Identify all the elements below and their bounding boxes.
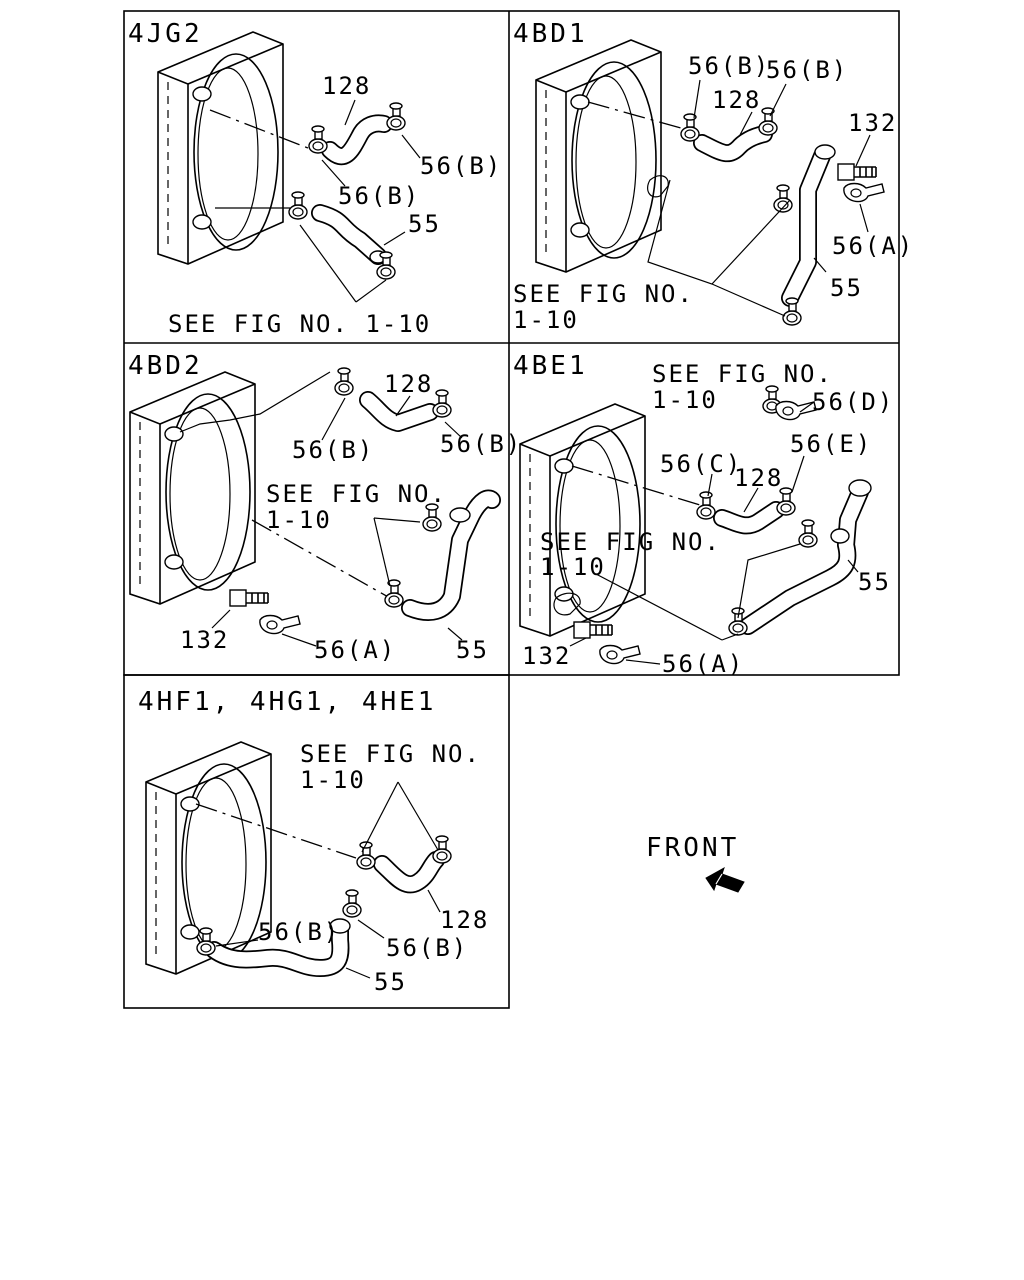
see-fig-note: 1-10: [266, 506, 332, 534]
clamp-56b-icon: [386, 102, 406, 131]
see-fig-note: 1-10: [513, 306, 579, 334]
panel-title: 4BE1: [513, 351, 588, 381]
hose-128: [373, 851, 445, 894]
callout-128: 128: [440, 906, 489, 934]
callout-56b: 56(B): [386, 934, 468, 962]
clamp-56b-icon: [376, 251, 396, 280]
callout-128: 128: [734, 464, 783, 492]
hose-55: [781, 144, 836, 307]
see-fig-note: SEE FIG NO.: [652, 360, 833, 388]
see-fig-note: SEE FIG NO.: [540, 528, 721, 556]
callout-56b: 56(B): [258, 918, 340, 946]
callout-56e: 56(E): [790, 430, 872, 458]
callout-55: 55: [456, 636, 489, 664]
panel-title: 4JG2: [128, 19, 203, 49]
bolt-132-icon: [837, 163, 877, 181]
front-indicator: FRONT: [646, 833, 745, 893]
callout-56b: 56(B): [440, 430, 522, 458]
hose-128: [693, 125, 773, 163]
callout-56c: 56(C): [660, 450, 742, 478]
clamp-56b-icon: [758, 107, 778, 136]
callout-56b: 56(B): [292, 436, 374, 464]
callout-56b: 56(B): [338, 182, 420, 210]
front-arrow-icon: [705, 866, 745, 893]
callout-128: 128: [384, 370, 433, 398]
callout-56b: 56(B): [688, 52, 770, 80]
clamp-56b-icon: [342, 889, 362, 918]
clamp-icon: [356, 841, 376, 870]
callout-56a: 56(A): [662, 650, 744, 678]
clamp-icon: [422, 503, 442, 532]
radiator-drawing: [157, 31, 284, 265]
callout-56b: 56(B): [766, 56, 848, 84]
callout-56a: 56(A): [314, 636, 396, 664]
clamp-56b-icon: [432, 389, 452, 418]
callout-55: 55: [408, 210, 441, 238]
panel-title: 4BD2: [128, 351, 203, 381]
hose-128: [713, 501, 785, 535]
callout-56a: 56(A): [832, 232, 914, 260]
panel-4bd1: 4BD1 56(B) 56(B) 128 132 56(A) 55: [513, 19, 914, 334]
clamp-icon: [798, 519, 818, 548]
clamp-icon: [432, 835, 452, 864]
callout-132: 132: [522, 642, 571, 670]
bracket-56a-icon: [843, 182, 885, 203]
clamp-56c-icon: [696, 491, 716, 520]
clamp-icon: [782, 297, 802, 326]
panel-4jg2: 4JG2 128 56(B) 56(B) 55 SEE FIG NO. 1-10: [128, 19, 502, 338]
callout-56d: 56(D): [812, 388, 894, 416]
clamp-56b-icon: [334, 367, 354, 396]
hose-128: [359, 391, 439, 432]
callout-132: 132: [180, 626, 229, 654]
callout-55: 55: [830, 274, 863, 302]
panel-title: 4HF1, 4HG1, 4HE1: [138, 687, 436, 717]
bolt-132-icon: [229, 589, 269, 607]
callout-128: 128: [712, 86, 761, 114]
clamp-56b-icon: [680, 113, 700, 142]
radiator-drawing: [129, 371, 256, 605]
panel-4hf1-4hg1-4he1: 4HF1, 4HG1, 4HE1 128 56(B) 56(B) 55 SEE …: [138, 687, 489, 996]
clamp-icon: [384, 579, 404, 608]
hose-128: [321, 114, 393, 166]
radiator-drawing: [519, 403, 646, 637]
hose-55: [401, 489, 501, 621]
callout-128: 128: [322, 72, 371, 100]
see-fig-note: 1-10: [300, 766, 366, 794]
front-label: FRONT: [646, 833, 739, 863]
bracket-56a-icon: [259, 614, 301, 635]
callout-132: 132: [848, 109, 897, 137]
callout-55: 55: [858, 568, 891, 596]
callout-55: 55: [374, 968, 407, 996]
callout-56b: 56(B): [420, 152, 502, 180]
panel-grid: [123, 10, 900, 1009]
see-fig-note: SEE FIG NO. 1-10: [168, 310, 431, 338]
see-fig-note: 1-10: [540, 553, 606, 581]
hose-55: [739, 479, 872, 635]
clamp-56b-icon: [308, 125, 328, 154]
see-fig-note: SEE FIG NO.: [300, 740, 481, 768]
panel-4bd2: 4BD2 128 56(B) 56(B) 132 56(A) 55: [128, 351, 522, 664]
see-fig-note: SEE FIG NO.: [266, 480, 447, 508]
panel-title: 4BD1: [513, 19, 588, 49]
see-fig-note: 1-10: [652, 386, 718, 414]
see-fig-note: SEE FIG NO.: [513, 280, 694, 308]
radiator-drawing: [535, 39, 662, 273]
panel-4be1: 4BE1 56(D) 56(C) 128: [513, 351, 894, 678]
bolt-132-icon: [573, 621, 613, 639]
hose-55: [311, 204, 387, 265]
hose-55: [205, 918, 351, 977]
clamp-56b-icon: [288, 191, 308, 220]
